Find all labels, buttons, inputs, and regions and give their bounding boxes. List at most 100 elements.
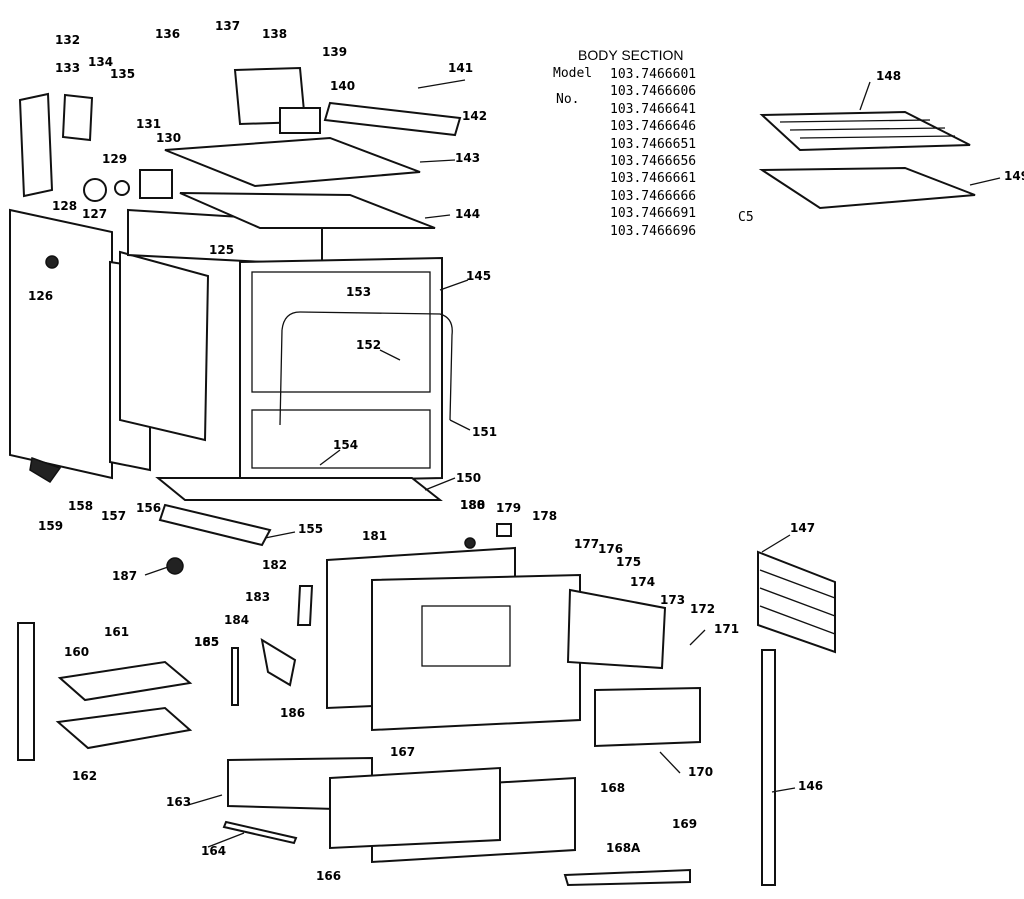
bracket-182 xyxy=(296,585,314,626)
bracket-134 xyxy=(61,93,94,142)
code-label: C5 xyxy=(738,210,754,225)
knob-129 xyxy=(114,180,130,196)
label-139: 139 xyxy=(322,45,347,59)
label-184: 184 xyxy=(224,613,249,627)
broiler-pan-149 xyxy=(758,166,976,210)
model-number: 103.7466666 xyxy=(610,188,697,204)
rack-148 xyxy=(759,110,971,152)
label-147: 147 xyxy=(790,521,815,535)
label-177: 177 xyxy=(574,537,599,551)
label-176: 176 xyxy=(598,542,623,556)
label-168a: 168A xyxy=(606,841,641,855)
label-130: 130 xyxy=(156,131,181,145)
label-162: 162 xyxy=(72,769,97,783)
bar-164 xyxy=(222,820,298,845)
leader-lines xyxy=(144,79,1001,848)
label-183: 183 xyxy=(245,590,270,604)
side-trim-133 xyxy=(18,92,54,198)
label-132: 132 xyxy=(55,33,80,47)
insulation-125 xyxy=(119,250,210,442)
hinge-184 xyxy=(260,637,297,687)
label-151: 151 xyxy=(472,425,497,439)
frame-opening-top xyxy=(251,271,431,393)
label-125: 125 xyxy=(209,243,234,257)
label-142: 142 xyxy=(462,109,487,123)
label-181: 181 xyxy=(362,529,387,543)
label-165: 165 xyxy=(194,635,219,649)
label-164: 164 xyxy=(201,844,226,858)
label-166: 166 xyxy=(316,869,341,883)
label-174: 174 xyxy=(630,575,655,589)
clip-179 xyxy=(464,537,476,549)
label-161: 161 xyxy=(104,625,129,639)
label-153: 153 xyxy=(346,285,371,299)
label-157: 157 xyxy=(101,509,126,523)
base-150 xyxy=(155,477,443,501)
clip-178 xyxy=(496,523,512,537)
label-156: 156 xyxy=(136,501,161,515)
label-152: 152 xyxy=(356,338,381,352)
label-159: 159 xyxy=(38,519,63,533)
model-label: Model xyxy=(553,66,593,81)
label-155: 155 xyxy=(298,522,323,536)
label-137: 137 xyxy=(215,19,240,33)
label-140: 140 xyxy=(330,79,355,93)
label-138: 138 xyxy=(262,27,287,41)
label-143: 143 xyxy=(455,151,480,165)
model-number: 103.7466651 xyxy=(610,136,697,152)
label-180: 180 xyxy=(460,498,485,512)
knob-187 xyxy=(166,557,184,575)
label-158: 158 xyxy=(68,499,93,513)
side-panel-158 xyxy=(9,208,113,480)
oven-door-front xyxy=(371,573,581,732)
model-number: 103.7466661 xyxy=(610,171,697,187)
model-number: 103.7466601 xyxy=(610,67,697,82)
label-172: 172 xyxy=(690,602,715,616)
burner-box-144 xyxy=(179,192,436,229)
label-129: 129 xyxy=(102,152,127,166)
knob-126 xyxy=(45,255,59,269)
label-163: 163 xyxy=(166,795,191,809)
label-187: 187 xyxy=(112,569,137,583)
label-173: 173 xyxy=(660,593,685,607)
glass-170 xyxy=(594,686,701,748)
label-178: 178 xyxy=(532,509,557,523)
label-135: 135 xyxy=(110,67,135,81)
trim-142 xyxy=(323,101,462,137)
leg-159 xyxy=(29,456,62,483)
label-169: 169 xyxy=(672,817,697,831)
label-154: 154 xyxy=(333,438,358,452)
label-146: 146 xyxy=(798,779,823,793)
no-label: No. xyxy=(556,92,580,107)
grill-140 xyxy=(279,107,321,134)
label-168: 168 xyxy=(600,781,625,795)
label-182: 182 xyxy=(262,558,287,572)
label-131: 131 xyxy=(136,117,161,131)
model-number: 103.7466641 xyxy=(610,101,697,117)
label-186: 186 xyxy=(280,706,305,720)
model-number: 103.7466656 xyxy=(610,154,697,170)
side-strip-146 xyxy=(761,649,776,886)
model-number: 103.7466691 xyxy=(610,206,697,222)
label-127: 127 xyxy=(82,207,107,221)
pan-162 xyxy=(55,706,193,750)
drawer-liner-166 xyxy=(329,766,501,850)
label-149: 149 xyxy=(1004,169,1024,183)
label-170: 170 xyxy=(688,765,713,779)
seal-152 xyxy=(279,311,453,426)
pan-161 xyxy=(57,660,193,702)
part-number-labels: 132 133 134 135 136 137 138 139 140 141 … xyxy=(28,19,1024,883)
label-133: 133 xyxy=(55,61,80,75)
block-130 xyxy=(139,169,173,199)
label-171: 171 xyxy=(714,622,739,636)
section-title: BODY SECTION xyxy=(578,47,684,63)
door-inner-172 xyxy=(566,588,667,670)
side-strip-160 xyxy=(17,622,35,761)
label-148: 148 xyxy=(876,69,901,83)
label-134: 134 xyxy=(88,55,113,69)
model-number: 103.7466646 xyxy=(610,119,697,135)
label-179: 179 xyxy=(496,501,521,515)
knob-128 xyxy=(83,178,107,202)
